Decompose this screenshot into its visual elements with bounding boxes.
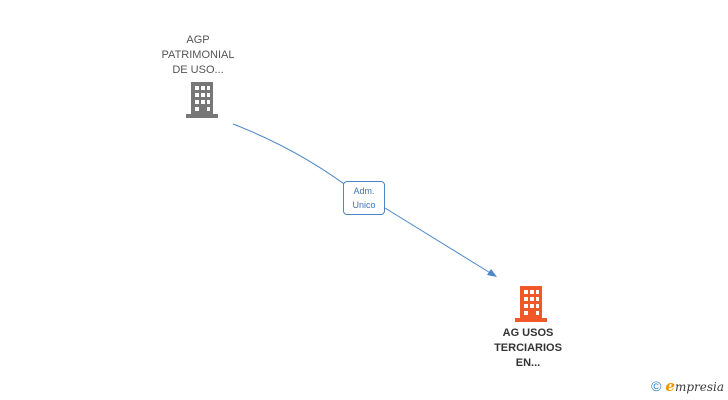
relation-label-line-2: Unico <box>352 200 376 210</box>
footer-branding: © empresia <box>651 376 724 396</box>
relation-line-arrow-segment <box>384 207 493 275</box>
brand-logo-initial: e <box>665 377 675 395</box>
brand-logo[interactable]: empresia <box>665 377 724 395</box>
arrowhead-icon <box>487 269 497 277</box>
building-icon-highlighted[interactable] <box>515 286 547 322</box>
building-icon[interactable] <box>186 82 218 118</box>
relation-line <box>232 123 356 193</box>
company-label-bottom-line-3: EN... <box>515 357 541 369</box>
company-label-top-line-2: PATRIMONIAL <box>161 49 235 61</box>
company-label-bottom[interactable]: AG USOS TERCIARIOS EN... <box>478 326 578 371</box>
copyright-icon: © <box>651 378 662 394</box>
relation-label[interactable]: Adm. Unico <box>343 181 385 215</box>
company-label-bottom-line-1: AG USOS <box>502 327 554 339</box>
company-label-bottom-line-2: TERCIARIOS <box>494 342 562 354</box>
company-label-top-line-3: DE USO... <box>172 64 224 76</box>
company-label-top-line-1: AGP <box>186 34 210 46</box>
brand-logo-text: mpresia <box>674 380 724 394</box>
company-label-top[interactable]: AGP PATRIMONIAL DE USO... <box>148 33 248 78</box>
relation-label-line-1: Adm. <box>353 186 375 196</box>
